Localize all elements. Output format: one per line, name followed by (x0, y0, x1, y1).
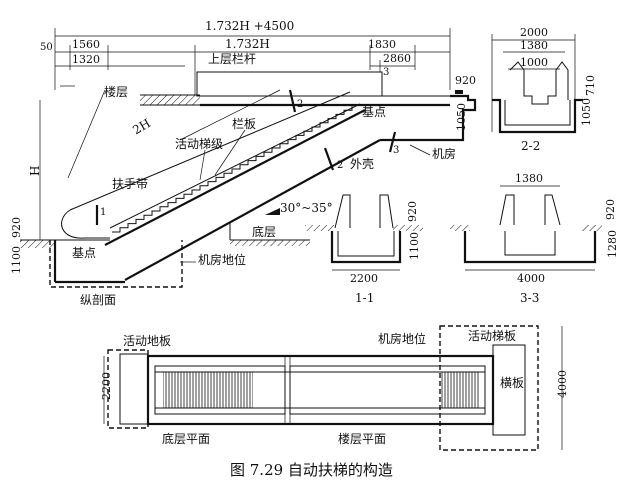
label-moving-floor-right: 活动梯板 (468, 329, 516, 343)
label-upper-railing: 上层栏杆 (208, 51, 256, 66)
dim-710: 710 (584, 75, 597, 96)
dim-2200-1-1: 2200 (350, 272, 378, 285)
section-1-1-title: 1-1 (355, 291, 374, 305)
label-ground-floor: 底层 (252, 224, 276, 239)
section-2-2: 2000 1380 1000 710 1050 2-2 (491, 26, 597, 153)
dim-1100-1-1: 1100 (408, 232, 421, 260)
figure-caption: 图 7.29 自动扶梯的构造 (230, 461, 393, 479)
dim-1050: 1050 (455, 103, 468, 131)
dim-2000: 2000 (520, 26, 548, 39)
label-railing-panel: 栏板 (232, 116, 256, 131)
label-cross-plate: 横板 (500, 376, 524, 390)
mark-2-mid: 2 (337, 160, 343, 171)
dim-2200-plan: 2200 (100, 372, 113, 400)
dim-top-inner: 1.732H (225, 37, 270, 51)
section-1-1: 2200 920 1100 1-1 (305, 194, 423, 305)
dim-920-3-3: 920 (604, 199, 617, 220)
dim-2860: 2860 (383, 52, 411, 65)
label-ground-plan: 底层平面 (162, 431, 210, 446)
label-floor: 楼层 (104, 84, 128, 99)
label-steps: 活动梯级 (175, 137, 223, 151)
dim-1830: 1830 (368, 38, 396, 51)
dim-4000-plan: 4000 (556, 370, 569, 398)
dim-H: H (28, 166, 42, 176)
dim-1560: 1560 (72, 38, 100, 51)
dim-top-total: 1.732H +4500 (205, 19, 294, 33)
dim-920-left: 920 (10, 217, 23, 238)
dim-1380-3-3: 1380 (515, 172, 543, 185)
label-machine-room-pos-plan: 机房地位 (378, 331, 426, 346)
dim-4000-3-3: 4000 (517, 272, 545, 285)
dim-1100-left: 1100 (10, 246, 23, 274)
label-machine-room: 机房 (432, 146, 456, 161)
dim-920-right: 920 (455, 74, 476, 87)
label-angle: 30°~35° (280, 201, 333, 215)
mark-1: 1 (100, 207, 106, 218)
plan-view: 活动地板 机房地位 活动梯板 横板 底层平面 楼层平面 2200 4000 (100, 325, 569, 451)
mark-3-mid: 3 (393, 145, 399, 156)
dim-1000: 1000 (520, 56, 548, 69)
mark-2-top: 2 (297, 99, 303, 110)
label-section: 纵剖面 (80, 293, 116, 307)
section-3-3: 1380 4000 920 1280 3-3 (450, 172, 619, 305)
label-machine-room-pos: 机房地位 (198, 252, 246, 267)
label-shell: 外壳 (350, 157, 374, 171)
section-2-2-title: 2-2 (521, 139, 540, 153)
dim-1050-b: 1050 (580, 98, 593, 126)
dim-1320: 1320 (72, 53, 100, 66)
label-moving-floor-left: 活动地板 (123, 334, 171, 348)
dim-1380: 1380 (520, 39, 548, 52)
dim-2H: 2H (130, 116, 153, 137)
dim-1280-3-3: 1280 (606, 230, 619, 258)
label-floor-plan: 楼层平面 (338, 431, 386, 446)
section-3-3-title: 3-3 (520, 291, 539, 305)
label-handrail: 扶手带 (112, 176, 148, 191)
longitudinal-section: 1.732H +4500 1.732H 50 1560 1320 1830 28… (10, 19, 477, 307)
dim-920-1-1: 920 (406, 201, 419, 222)
label-base-point-bottom: 基点 (72, 246, 96, 260)
dim-50: 50 (40, 42, 53, 53)
label-base-point-top: 基点 (362, 105, 386, 119)
mark-3-top: 3 (383, 67, 389, 78)
